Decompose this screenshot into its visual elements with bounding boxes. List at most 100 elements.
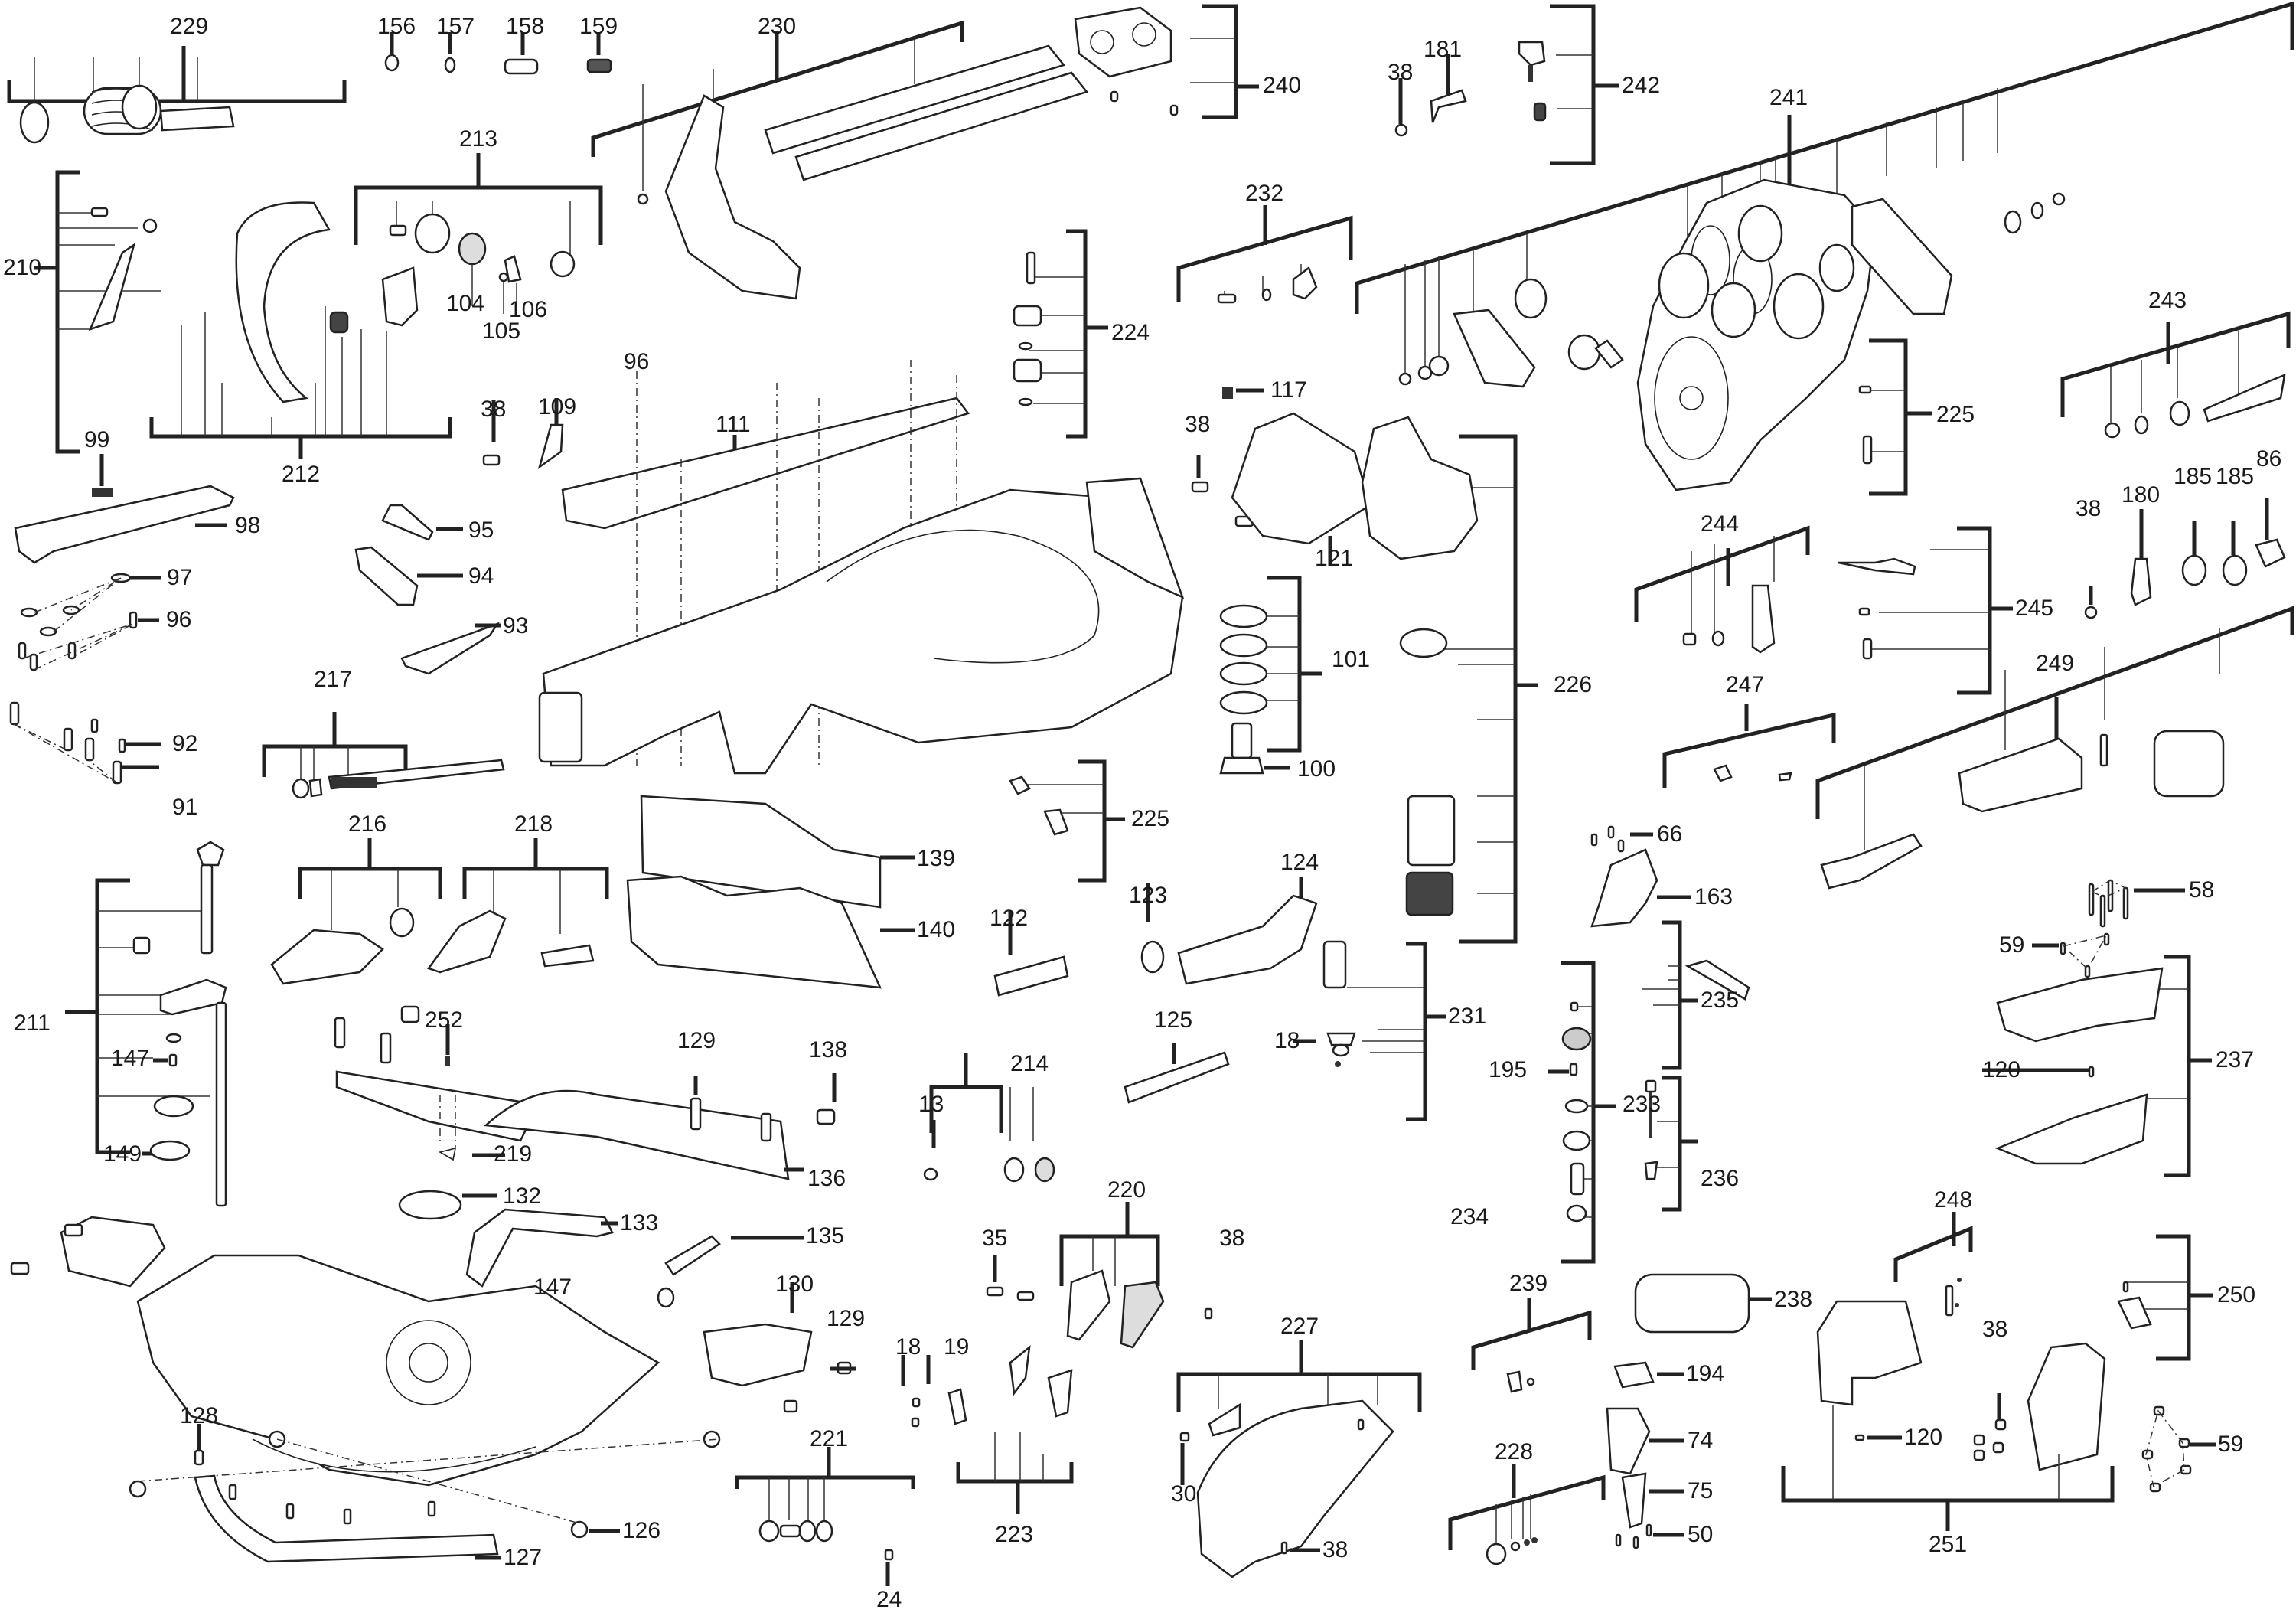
callout-221: 221 xyxy=(810,1426,849,1451)
callout-129: 129 xyxy=(827,1306,866,1331)
callout-38: 38 xyxy=(1219,1226,1245,1251)
handle-cover xyxy=(1958,737,2083,813)
pivot-pin xyxy=(2203,374,2286,423)
assembly-243 xyxy=(1858,311,2291,619)
callout-128: 128 xyxy=(180,1403,219,1428)
bushing xyxy=(121,84,158,130)
callout-185: 185 xyxy=(2174,464,2213,489)
handle-frame xyxy=(1066,1269,1111,1341)
callout-210: 210 xyxy=(3,255,42,280)
callout-157: 157 xyxy=(436,14,475,39)
lock-plate xyxy=(381,266,419,327)
guard-half-right xyxy=(2027,1342,2106,1471)
assembly-213 xyxy=(354,153,603,314)
callout-147: 147 xyxy=(533,1275,572,1300)
callout-125: 125 xyxy=(1154,1007,1193,1033)
callout-163: 163 xyxy=(1694,884,1733,909)
link-plate xyxy=(1453,309,1536,388)
callout-91: 91 xyxy=(172,795,198,820)
callout-249: 249 xyxy=(2036,651,2075,676)
grip-pad xyxy=(2153,730,2225,798)
callout-86: 86 xyxy=(2256,446,2282,472)
kerf-plate xyxy=(335,1070,537,1142)
callout-229: 229 xyxy=(170,14,209,39)
callout-218: 218 xyxy=(514,811,553,837)
callout-138: 138 xyxy=(809,1037,848,1063)
assembly-227 xyxy=(1176,1340,1422,1578)
main-arm-body xyxy=(538,360,1185,775)
callout-124: 124 xyxy=(1280,850,1319,875)
fence-base xyxy=(484,1089,790,1180)
callout-240: 240 xyxy=(1263,73,1302,98)
assembly-216-218 xyxy=(270,838,609,985)
callout-228: 228 xyxy=(1495,1439,1534,1464)
cover xyxy=(1606,1407,1651,1475)
callout-95: 95 xyxy=(468,517,494,543)
spindle-bolt xyxy=(993,955,1069,997)
rail-bracket xyxy=(664,94,801,300)
fence-clamp xyxy=(381,504,434,541)
fence-139-140 xyxy=(626,795,915,989)
assembly-233 xyxy=(1548,961,1616,1264)
callout-106: 106 xyxy=(509,297,548,322)
callout-180: 180 xyxy=(2122,482,2161,508)
roller xyxy=(1658,252,1710,319)
callout-238: 238 xyxy=(1774,1287,1813,1312)
callout-122: 122 xyxy=(990,906,1029,931)
bevel-scale xyxy=(1231,412,1371,545)
callout-104: 104 xyxy=(446,291,485,316)
callout-99: 99 xyxy=(84,427,110,452)
clamp-block xyxy=(354,546,419,606)
left-parts xyxy=(9,454,235,785)
callout-232: 232 xyxy=(1245,181,1284,206)
end-block xyxy=(538,691,583,763)
callout-13: 13 xyxy=(918,1092,944,1117)
callout-225: 225 xyxy=(1936,402,1975,427)
handle-bar xyxy=(465,1208,614,1288)
column-rod xyxy=(215,1001,227,1207)
callout-194: 194 xyxy=(1686,1361,1725,1386)
handle-grip xyxy=(1120,1281,1165,1349)
callout-136: 136 xyxy=(807,1166,846,1191)
callout-140: 140 xyxy=(917,917,956,942)
rear-support xyxy=(703,1323,813,1387)
callout-123: 123 xyxy=(1129,883,1168,908)
dust-port xyxy=(1590,848,1658,928)
link-plate xyxy=(1851,198,1953,315)
callout-97: 97 xyxy=(167,565,193,590)
base-assembly xyxy=(10,1005,856,1563)
callout-230: 230 xyxy=(758,14,797,39)
assembly-211 xyxy=(65,841,227,1207)
pivot-bolt xyxy=(1231,722,1253,759)
callout-100: 100 xyxy=(1297,756,1336,782)
shaft xyxy=(159,106,235,132)
callout-231: 231 xyxy=(1448,1004,1487,1029)
callout-225: 225 xyxy=(1131,806,1170,831)
callout-130: 130 xyxy=(775,1272,814,1297)
callout-224: 224 xyxy=(1111,320,1150,345)
callout-19: 19 xyxy=(944,1334,970,1360)
spring-plate xyxy=(400,622,501,675)
assembly-247-249 xyxy=(1662,606,2294,890)
callout-96: 96 xyxy=(624,349,650,374)
small-parts-156-159 xyxy=(384,32,612,75)
assembly-244-245 xyxy=(1634,525,2013,695)
assembly-229 xyxy=(7,46,347,144)
roller xyxy=(1711,282,1756,338)
callout-18: 18 xyxy=(895,1334,921,1360)
callout-159: 159 xyxy=(579,14,618,39)
callout-252: 252 xyxy=(425,1007,464,1033)
callout-38: 38 xyxy=(1185,412,1211,437)
callout-121: 121 xyxy=(1315,546,1354,571)
assembly-210-212 xyxy=(34,170,452,459)
label-plate xyxy=(1634,1273,1750,1334)
callout-226: 226 xyxy=(1554,672,1593,697)
fence-lock xyxy=(270,929,384,985)
callout-195: 195 xyxy=(1489,1057,1528,1082)
callout-181: 181 xyxy=(1424,37,1463,62)
callout-132: 132 xyxy=(503,1183,542,1209)
end-cap xyxy=(1074,6,1172,78)
callout-149: 149 xyxy=(103,1141,142,1167)
callout-243: 243 xyxy=(2148,288,2187,313)
long-bolt xyxy=(1124,1051,1230,1104)
